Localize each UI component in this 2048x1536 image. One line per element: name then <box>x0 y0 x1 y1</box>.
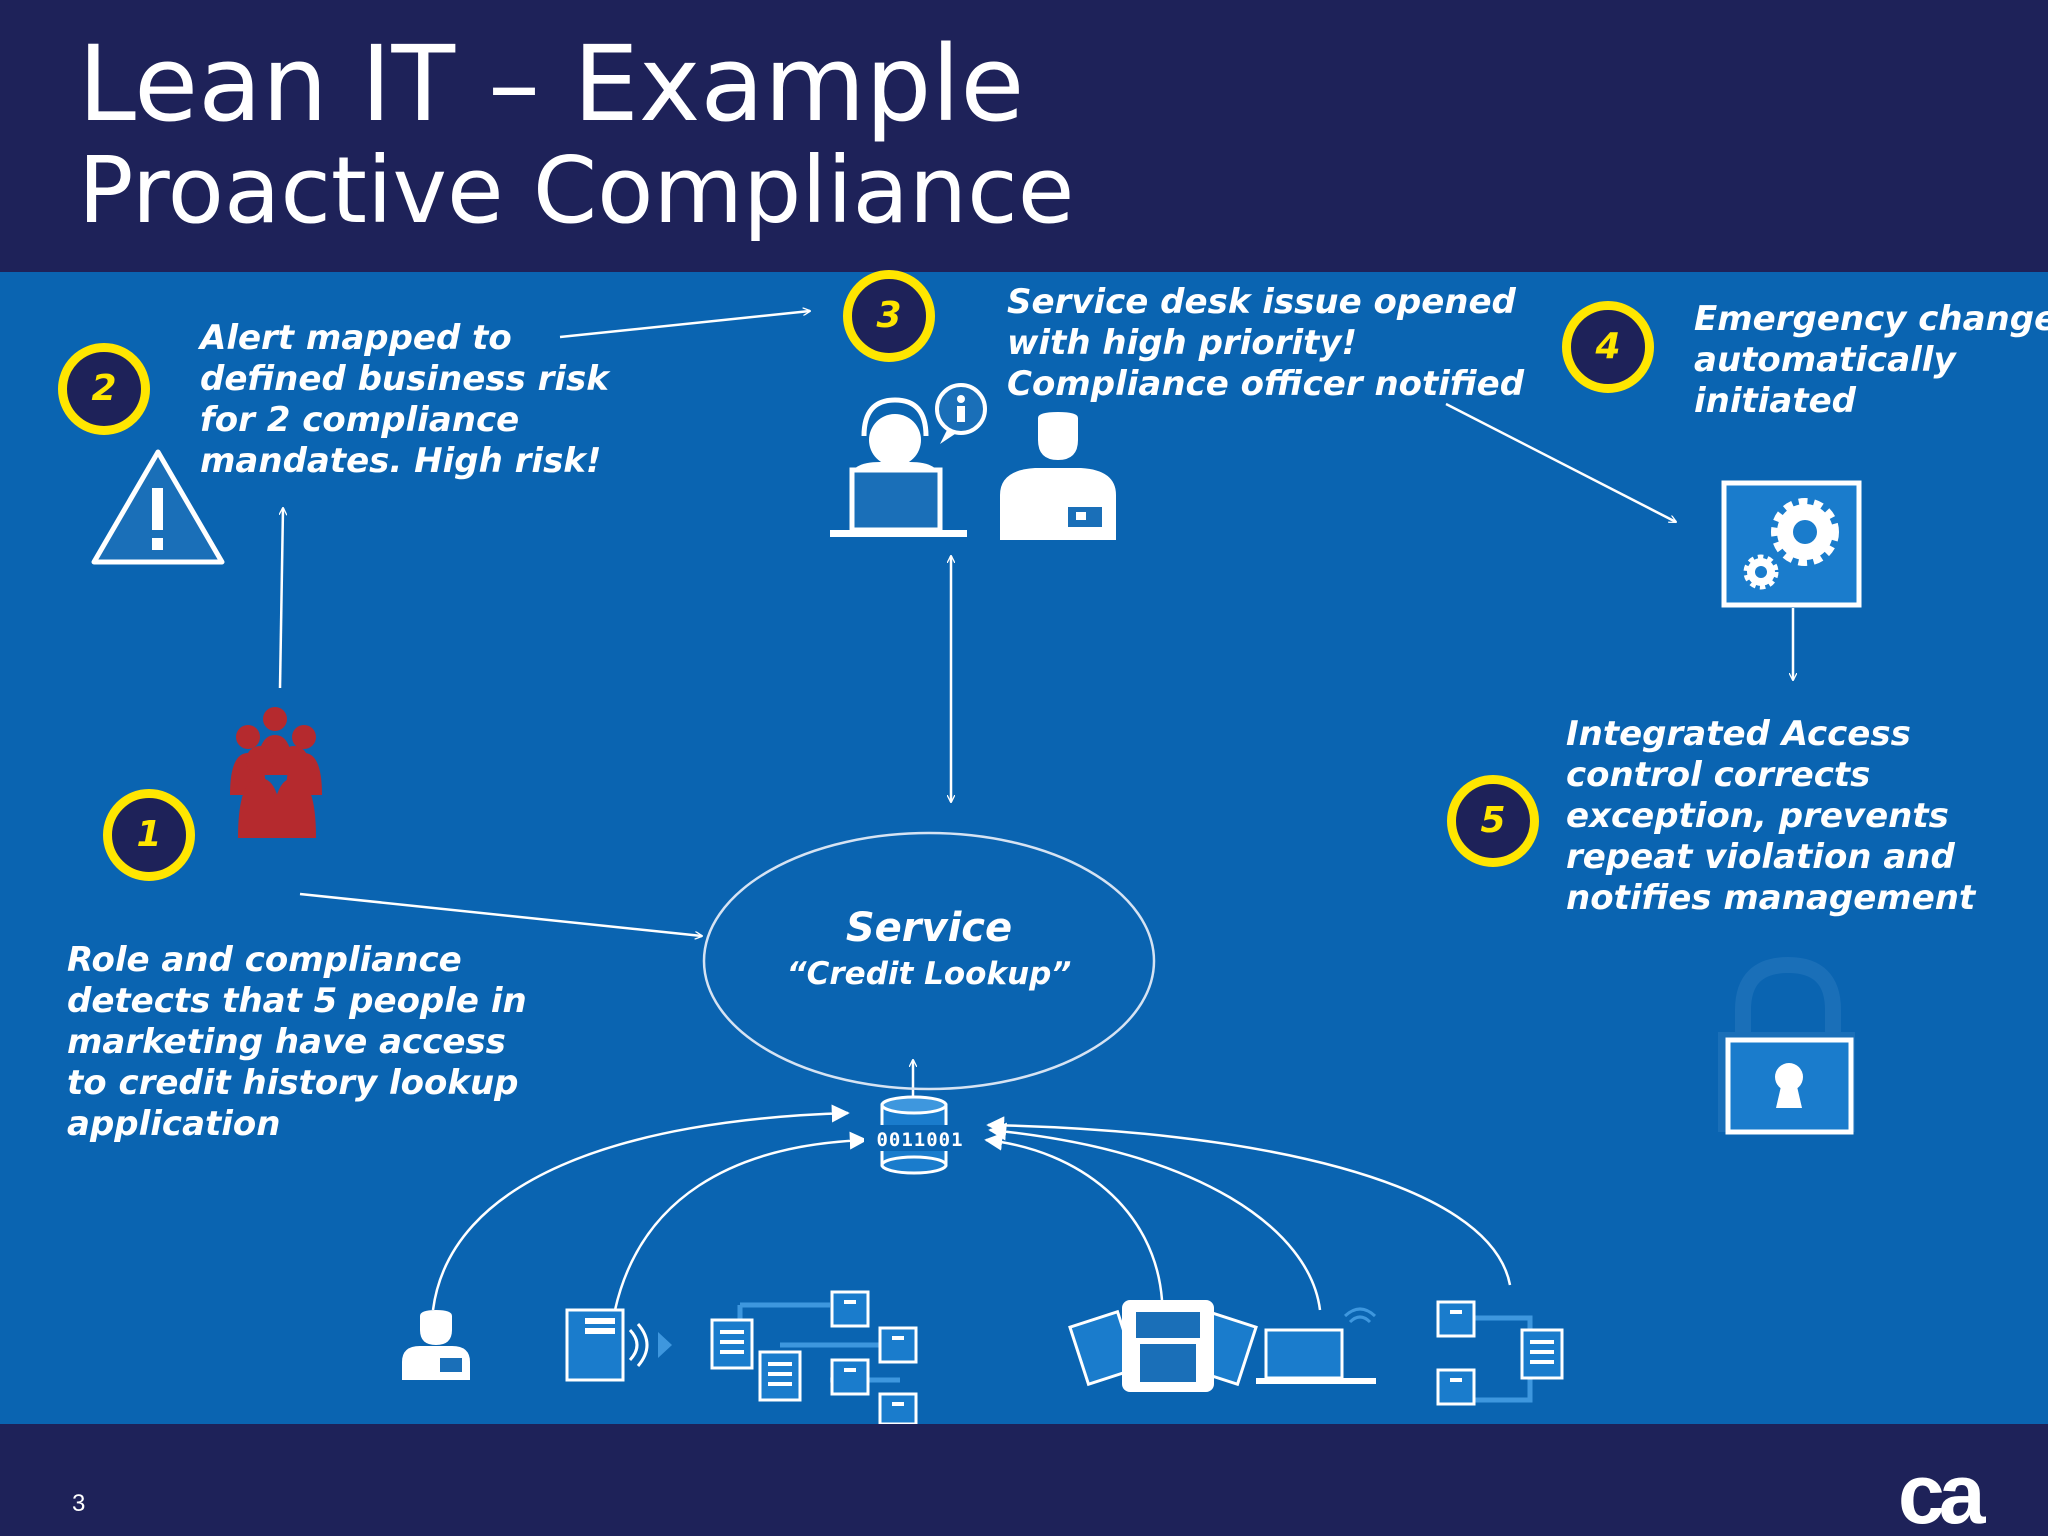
service-subtitle: “Credit Lookup” <box>786 956 1072 992</box>
footer-bar <box>0 1424 2048 1536</box>
step-4-badge: 4 <box>1562 301 1654 393</box>
arrow-detection-to-service <box>299 892 702 936</box>
step-4-text: Emergency change automatically initiated <box>1694 299 2048 422</box>
laptop-icon <box>1256 1307 1377 1384</box>
database-label: 0011001 <box>876 1129 963 1151</box>
compliance-officer-icon <box>1000 412 1116 540</box>
step-3-badge: 3 <box>843 270 935 362</box>
step-1-line: to credit history lookup <box>67 1063 519 1103</box>
arrow-notice-to-gears <box>1445 402 1676 524</box>
step-2-text: Alert mapped to defined business risk fo… <box>200 318 609 482</box>
step-5-line: repeat violation and <box>1566 837 1955 877</box>
server-cluster-icon <box>1436 1300 1564 1406</box>
database-icon: 0011001 <box>864 1095 977 1175</box>
step-5-line: control corrects <box>1566 755 1871 795</box>
step-4-line: initiated <box>1694 381 1857 421</box>
user-icon <box>402 1310 470 1380</box>
step-5-line: Integrated Access <box>1566 714 1911 754</box>
ca-logo: ca <box>1898 1447 1985 1536</box>
feed-curves <box>431 1104 1512 1311</box>
step-1-text: Role and compliance detects that 5 peopl… <box>67 940 527 1145</box>
step-1-line: detects that 5 people in <box>67 981 527 1021</box>
step-2-badge: 2 <box>58 343 150 435</box>
step-1-line: application <box>67 1104 281 1144</box>
info-bubble-icon <box>935 383 987 444</box>
service-ellipse[interactable] <box>702 831 1156 1091</box>
service-title: Service <box>845 905 1013 951</box>
server-icon <box>565 1308 672 1382</box>
step-5-badge: 5 <box>1447 775 1539 867</box>
slide-title: Lean IT – Example <box>78 23 1025 145</box>
header-bar <box>0 0 2048 272</box>
arrow-alert-to-servicedesk <box>559 311 810 339</box>
step-4-line: automatically <box>1694 340 1956 380</box>
step-5-line: exception, prevents <box>1566 796 1949 836</box>
mobile-devices-icon <box>1068 1300 1258 1392</box>
service-desk-agent-icon <box>830 397 967 537</box>
step-2-line: mandates. High risk! <box>200 441 602 481</box>
page-number: 3 <box>72 1490 86 1517</box>
gears-icon <box>1721 480 1862 608</box>
step-4-line: Emergency change <box>1694 299 2048 339</box>
step-2-line: for 2 compliance <box>200 400 520 440</box>
warning-icon <box>91 449 225 565</box>
step-1-line: marketing have access <box>67 1022 506 1062</box>
step-2-line: defined business risk <box>200 359 609 399</box>
padlock-icon <box>1718 956 1855 1135</box>
step-3-line: Service desk issue opened <box>1007 282 1516 322</box>
step-3-text: Service desk issue opened with high prio… <box>1007 282 1524 405</box>
server-network-icon <box>710 1290 918 1426</box>
step-3-line: Compliance officer notified <box>1007 364 1525 404</box>
slide-subtitle: Proactive Compliance <box>78 137 1075 244</box>
step-1-badge: 1 <box>103 789 195 881</box>
people-group-icon <box>230 707 322 838</box>
step-2-line: Alert mapped to <box>200 318 512 358</box>
step-1-line: Role and compliance <box>67 940 462 980</box>
step-5-text: Integrated Access control corrects excep… <box>1566 714 1975 919</box>
step-3-line: with high priority! <box>1007 323 1358 363</box>
arrow-people-to-alert <box>278 508 283 689</box>
step-5-line: notifies management <box>1566 878 1976 918</box>
